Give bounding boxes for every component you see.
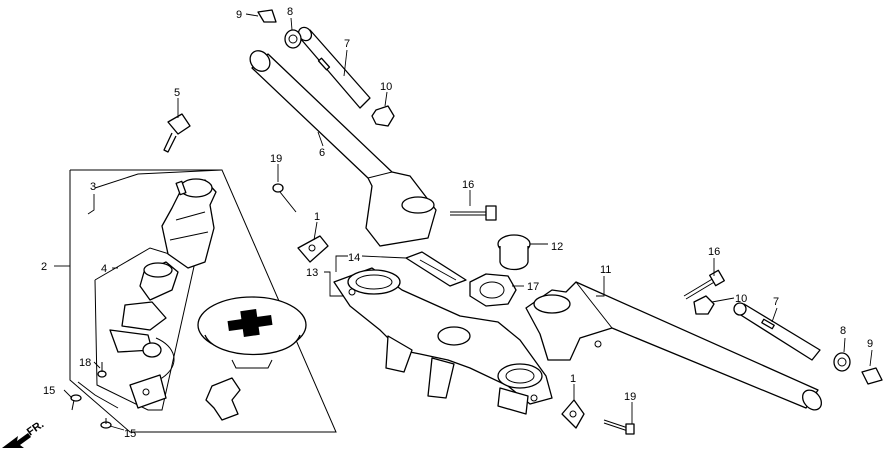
bar-end-collar-right — [833, 352, 851, 372]
rubber-pad — [405, 251, 467, 287]
bolt-16-right — [683, 269, 725, 300]
bolt-16-upper — [450, 205, 497, 221]
clip-right — [861, 367, 883, 385]
bar-end-rod-upper — [297, 26, 371, 109]
lock-cylinder — [109, 261, 179, 409]
callout-9-right: 9 — [867, 338, 873, 350]
ignition-switch — [161, 178, 217, 269]
stem-nut — [469, 273, 517, 307]
callout-18: 18 — [79, 357, 91, 369]
ignition-assembly-frame — [69, 169, 337, 433]
callout-10-right: 10 — [735, 293, 747, 305]
callout-11: 11 — [600, 264, 611, 276]
stem-cap — [497, 234, 531, 271]
lock-body-frame — [94, 247, 196, 411]
callout-7-upper: 7 — [344, 38, 350, 50]
bolt-19-lower — [603, 419, 635, 435]
callout-2: 2 — [41, 261, 47, 273]
callout-16-right: 16 — [708, 246, 720, 258]
callout-1-left: 1 — [314, 211, 320, 223]
callout-9-upper: 9 — [236, 9, 242, 21]
ignition-cover — [197, 296, 307, 369]
bolt-19-upper — [272, 183, 297, 213]
front-arrow-icon: FR. — [2, 418, 46, 448]
ignition-key — [163, 113, 191, 153]
right-handlebar — [525, 281, 823, 411]
bar-end-collar-upper — [284, 29, 302, 49]
callout-8-upper: 8 — [287, 6, 293, 18]
screw-15-a — [70, 394, 82, 411]
lock-knob — [205, 377, 241, 421]
callout-17: 17 — [527, 281, 539, 293]
callout-16-upper: 16 — [462, 179, 474, 191]
clamp-clip-right — [561, 399, 585, 429]
callout-19-upper: 19 — [270, 153, 282, 165]
callout-6: 6 — [319, 147, 325, 159]
callout-labels: 9 8 7 10 5 6 19 3 1 16 12 14 2 4 11 13 1… — [41, 6, 873, 440]
callout-13: 13 — [306, 267, 318, 279]
callout-15-bottom: 15 — [124, 428, 136, 440]
nut-upper — [371, 105, 395, 127]
callout-4: 4 — [101, 263, 107, 275]
clip-upper — [257, 9, 277, 23]
nut-right — [693, 295, 715, 315]
callout-1-right: 1 — [570, 373, 576, 385]
callout-7-right: 7 — [773, 296, 779, 308]
left-handlebar — [249, 50, 437, 247]
screw-15-b — [100, 418, 112, 429]
callout-19-lower: 19 — [624, 391, 636, 403]
screw-18 — [97, 362, 107, 378]
callout-14: 14 — [348, 252, 360, 264]
top-bridge — [333, 267, 553, 415]
callout-12: 12 — [551, 241, 563, 253]
callout-8-right: 8 — [840, 325, 846, 337]
callout-15-left: 15 — [43, 385, 55, 397]
callout-3: 3 — [90, 181, 96, 193]
leader-lines — [54, 13, 873, 431]
bar-end-rod-right — [733, 302, 821, 361]
callout-5: 5 — [174, 87, 180, 99]
clamp-clip-left — [297, 235, 329, 263]
callout-10-upper: 10 — [380, 81, 392, 93]
